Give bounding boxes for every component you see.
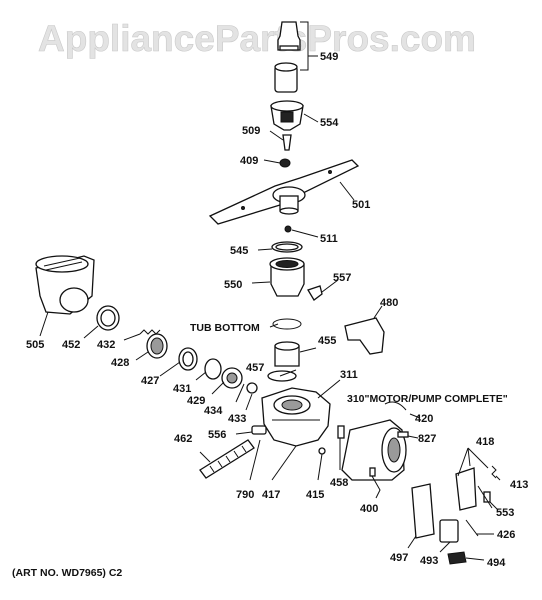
part-420-wire [384, 401, 407, 411]
label-434: 434 [204, 405, 223, 417]
part-501-spray-arm [208, 159, 360, 225]
part-427-seal [178, 347, 198, 371]
label-480: 480 [380, 297, 398, 309]
leader-lines [39, 21, 501, 561]
watermark-text: AppliancePartsPros.com [38, 18, 476, 59]
label-549: 549 [320, 51, 338, 63]
label-433: 433 [228, 413, 246, 425]
label-415: 415 [306, 489, 324, 501]
part-413-spring [491, 465, 497, 479]
part-462-hose [199, 439, 255, 479]
part-455-collar [274, 341, 300, 367]
label-494: 494 [487, 557, 506, 569]
label-557: 557 [333, 272, 351, 284]
part-452-clamp [96, 305, 120, 331]
tub-bottom-ring [272, 318, 302, 330]
part-458-screw [337, 425, 345, 439]
part-494-cap [447, 551, 467, 565]
label-509: 509 [242, 125, 260, 137]
label-428: 428 [111, 357, 129, 369]
label-432: 432 [97, 339, 115, 351]
part-426-pin [465, 519, 479, 537]
label-556: 556 [208, 429, 226, 441]
label-426: 426 [497, 529, 515, 541]
label-431: 431 [173, 383, 191, 395]
label-553: 553 [496, 507, 514, 519]
label-511: 511 [320, 233, 338, 245]
art-number: (ART NO. WD7965) C2 [12, 567, 122, 579]
part-429-ring [204, 358, 222, 380]
label-420: 420 [415, 413, 433, 425]
part-827-screw [397, 431, 409, 438]
part-428-impeller [146, 333, 168, 359]
part-457-clamp [267, 370, 297, 382]
label-501: 501 [352, 199, 370, 211]
label-400: 400 [360, 503, 378, 515]
part-434-cap [221, 367, 243, 389]
part-433-ball [246, 382, 258, 394]
label-452: 452 [62, 339, 80, 351]
part-497-mount [411, 483, 435, 539]
label-550: 550 [224, 279, 242, 291]
part-480-cover [344, 317, 385, 355]
part-554-manifold [270, 100, 304, 131]
label-417: 417 [262, 489, 280, 501]
part-505-filter-housing [35, 255, 95, 315]
label-457: 457 [246, 362, 264, 374]
label-413: 413 [510, 479, 528, 491]
label-455: 455 [318, 335, 336, 347]
part-432-spring [139, 329, 161, 335]
part-311-pump-housing [261, 387, 331, 447]
note-motor-pump: 310"MOTOR/PUMP COMPLETE" [347, 393, 508, 405]
label-409: 409 [240, 155, 258, 167]
part-number-labels: 549 554 509 409 501 545 511 550 557 480 … [12, 51, 528, 579]
part-556-fitting [251, 425, 267, 435]
part-553-clip [483, 491, 491, 503]
label-311: 311 [340, 369, 358, 381]
part-549-upper-tube [274, 21, 301, 93]
part-545-ring [271, 241, 303, 253]
part-400-screw [369, 467, 376, 477]
part-409-nut [279, 158, 291, 168]
label-497: 497 [390, 552, 408, 564]
note-tub-bottom: TUB BOTTOM [190, 322, 260, 334]
label-554: 554 [320, 117, 339, 129]
label-418: 418 [476, 436, 494, 448]
label-427: 427 [141, 375, 159, 387]
label-462: 462 [174, 433, 192, 445]
part-509-screw [282, 134, 292, 151]
part-550-housing [269, 257, 305, 297]
part-557-clip [307, 285, 323, 301]
part-511-clip [284, 225, 292, 233]
part-493-switch [439, 519, 459, 543]
part-415-washer [318, 447, 326, 455]
part-418-bracket [455, 467, 477, 511]
part-310-motor [341, 419, 407, 481]
label-505: 505 [26, 339, 44, 351]
label-790: 790 [236, 489, 254, 501]
label-493: 493 [420, 555, 438, 567]
label-827: 827 [418, 433, 436, 445]
label-458: 458 [330, 477, 348, 489]
label-429: 429 [187, 395, 205, 407]
label-545: 545 [230, 245, 248, 257]
